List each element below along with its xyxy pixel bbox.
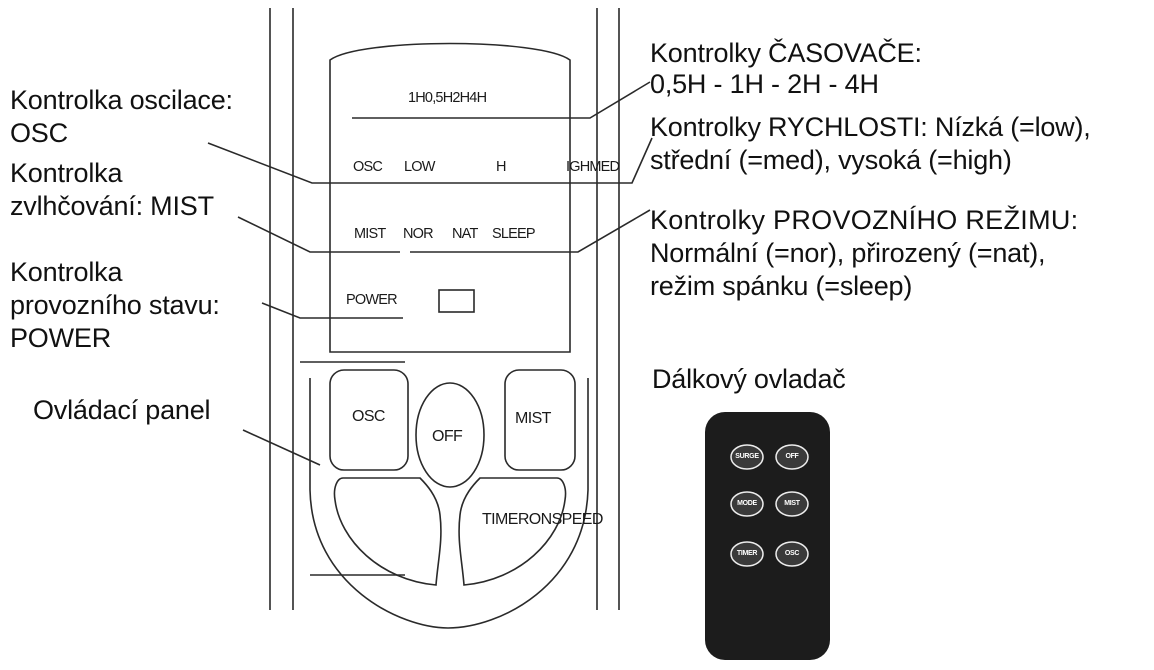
osc-callout-line1: Kontrolka oscilace: (10, 85, 233, 115)
display-sleep: SLEEP (492, 226, 536, 242)
power-indicator-rect (438, 289, 475, 313)
speed-callout-line2: střední (=med), vysoká (=high) (650, 145, 1012, 175)
remote-callout-title: Dálkový ovladač (652, 364, 846, 394)
remote-mode-label: MODE (737, 500, 757, 507)
mode-callout-line3: režim spánku (=sleep) (650, 271, 913, 301)
remote-surge-button (730, 444, 764, 470)
mist-callout-line2: zvlhčování: MIST (10, 191, 214, 221)
mist-panel-button (504, 369, 576, 471)
leader-panel (242, 429, 321, 466)
speed-callout-line1: Kontrolky RYCHLOSTI: Nízká (=low), (650, 112, 1091, 142)
timer-panel-button (333, 477, 442, 586)
speed-panel-button (458, 477, 567, 586)
leader-mist (237, 216, 400, 253)
panel-callout: Ovládací panel (33, 395, 211, 425)
remote-mist-button (775, 491, 809, 517)
remote-off-label: OFF (785, 453, 799, 460)
power-callout-line1: Kontrolka (10, 257, 123, 287)
leader-mode (410, 209, 651, 253)
remote-osc-button (775, 541, 809, 567)
remote-mist-label: MIST (784, 500, 800, 507)
leader-timer (352, 81, 651, 119)
remote-off-button (775, 444, 809, 470)
remote-surge-label: SURGE (735, 453, 759, 460)
off-panel-button (415, 382, 485, 488)
remote-timer-button (730, 541, 764, 567)
osc-callout-line2: OSC (10, 118, 68, 148)
remote-mode-button (730, 491, 764, 517)
panel-osc-label: OSC (352, 408, 385, 425)
timer-callout-title: Kontrolky ČASOVAČE: (650, 38, 922, 68)
mode-callout-line1: Kontrolky PROVOZNÍHO REŽIMU: (650, 205, 1079, 235)
remote-body (705, 412, 830, 660)
leader-osc (207, 142, 400, 184)
panel-timer-speed-label: TIMERONSPEED (482, 511, 603, 528)
display-power: POWER (346, 292, 398, 308)
display-timer-row: 1H0,5H2H4H (408, 90, 487, 106)
display-highmed: IGHMED (566, 159, 620, 175)
osc-panel-button (329, 369, 409, 471)
timer-callout-values: 0,5H - 1H - 2H - 4H (650, 69, 879, 99)
leader-power (261, 302, 403, 319)
panel-mist-label: MIST (515, 410, 551, 427)
display-osc: OSC (353, 159, 383, 175)
remote-timer-label: TIMER (736, 550, 758, 557)
panel-off-label: OFF (432, 428, 463, 445)
power-callout-line2: provozního stavu: (10, 290, 220, 320)
display-nat: NAT (452, 226, 478, 242)
display-nor: NOR (403, 226, 434, 242)
control-panel-outline (309, 378, 589, 629)
remote-osc-label: OSC (784, 550, 800, 557)
display-h: H (496, 159, 506, 175)
leader-speed (400, 137, 653, 184)
mist-callout-line1: Kontrolka (10, 158, 123, 188)
display-window (329, 42, 571, 353)
mode-callout-line2: Normální (=nor), přirozený (=nat), (650, 238, 1046, 268)
display-low: LOW (404, 159, 435, 175)
power-callout-line3: POWER (10, 323, 112, 353)
display-mist: MIST (354, 226, 386, 242)
